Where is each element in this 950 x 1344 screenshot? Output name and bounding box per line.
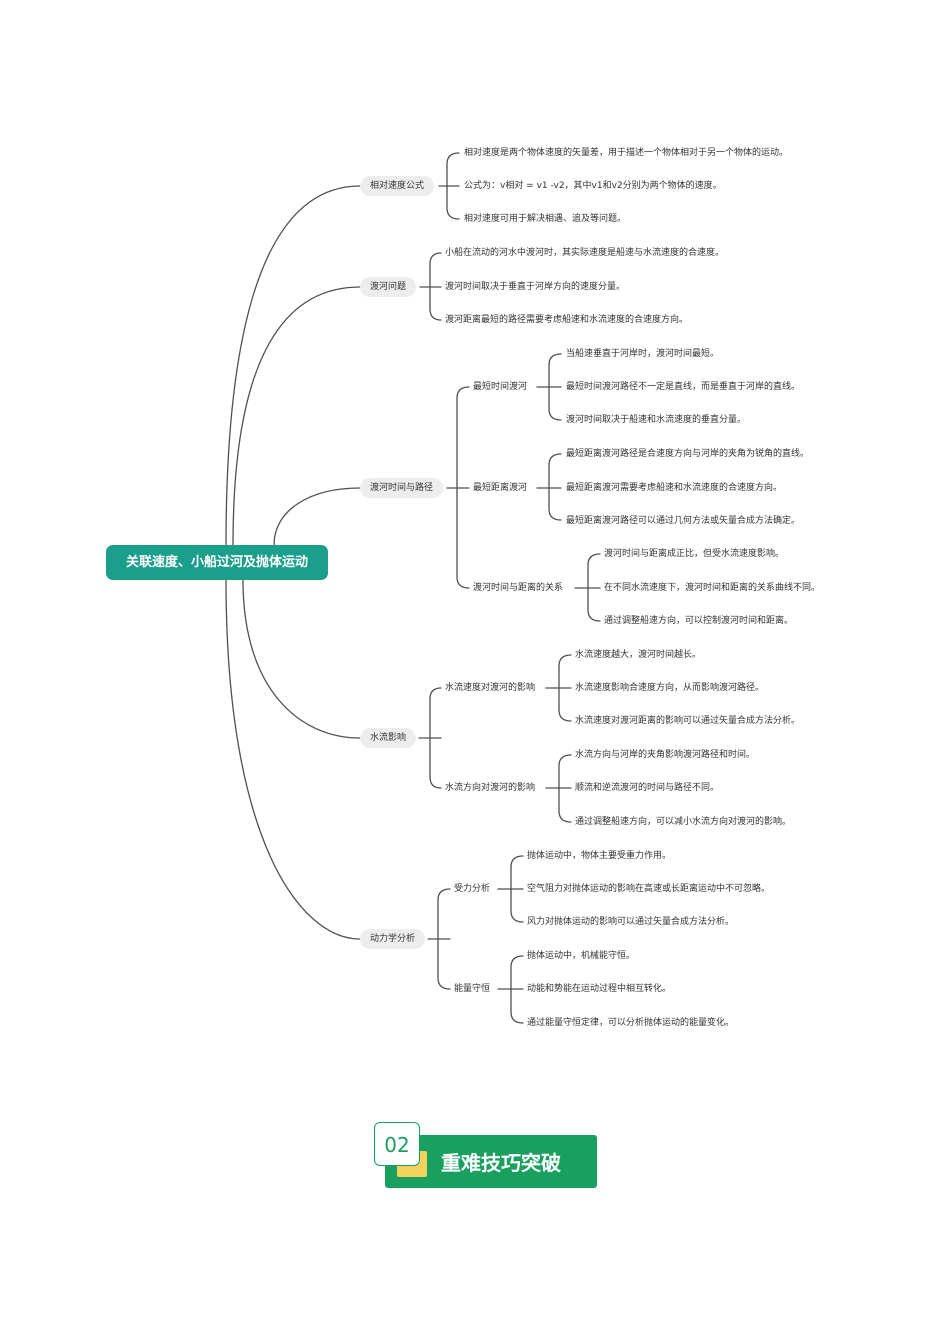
group-label: 能量守恒 — [454, 984, 491, 994]
leaf-text: 公式为：v相对 = v1 -v2，其中v1和v2分别为两个物体的速度。 — [464, 181, 722, 191]
leaf-text: 通过调整船速方向，可以减小水流方向对渡河的影响。 — [575, 817, 792, 827]
leaf-text: 在不同水流速度下，渡河时间和距离的关系曲线不同。 — [604, 583, 821, 593]
leaf-text: 最短距离渡河路径是合速度方向与河岸的夹角为锐角的直线。 — [566, 449, 810, 459]
connector-root-branch-5 — [225, 579, 361, 940]
leaf-text: 水流方向与河岸的夹角影响渡河路径和时间。 — [575, 750, 756, 760]
leaf-text: 最短距离渡河需要考虑船速和水流速度的合速度方向。 — [566, 483, 783, 493]
leaf-text: 通过能量守恒定律，可以分析抛体运动的能量变化。 — [527, 1018, 735, 1028]
leaf-text: 水流速度对渡河距离的影响可以通过矢量合成方法分析。 — [575, 716, 801, 726]
branch-dynamics: 动力学分析 — [360, 929, 426, 949]
leaf-text: 相对速度是两个物体速度的矢量差，用于描述一个物体相对于另一个物体的运动。 — [464, 148, 789, 158]
leaf-text: 渡河时间取决于垂直于河岸方向的速度分量。 — [445, 282, 626, 292]
leaf-text: 小船在流动的河水中渡河时，其实际速度是船速与水流速度的合速度。 — [445, 248, 725, 258]
group-label: 渡河时间与距离的关系 — [473, 583, 564, 593]
leaf-text: 水流速度影响合速度方向，从而影响渡河路径。 — [575, 683, 765, 693]
leaf-text: 相对速度可用于解决相遇、追及等问题。 — [464, 214, 627, 224]
section-banner: 重难技巧突破 — [385, 1135, 597, 1188]
section-number-badge: 02 — [374, 1122, 420, 1166]
leaf-text: 抛体运动中，机械能守恒。 — [527, 951, 636, 961]
leaf-text: 渡河距离最短的路径需要考虑船速和水流速度的合速度方向。 — [445, 315, 689, 325]
leaf-text: 最短距离渡河路径可以通过几何方法或矢量合成方法确定。 — [566, 516, 801, 526]
leaf-text: 空气阻力对抛体运动的影响在高速或长距离运动中不可忽略。 — [527, 884, 771, 894]
branch-water-flow: 水流影响 — [360, 728, 417, 748]
connector-root-branch-3 — [273, 487, 361, 546]
connector-root-branch-2 — [232, 286, 361, 546]
group-label: 水流方向对渡河的影响 — [445, 783, 536, 793]
branch-relative-velocity: 相对速度公式 — [360, 176, 435, 196]
branch-river-crossing: 渡河问题 — [360, 277, 417, 297]
leaf-text: 渡河时间取决于船速和水流速度的垂直分量。 — [566, 415, 747, 425]
leaf-text: 顺流和逆流渡河的时间与路径不同。 — [575, 783, 720, 793]
group-label: 最短距离渡河 — [473, 483, 528, 493]
mindmap-root: 关联速度、小船过河及抛体运动 — [106, 545, 328, 580]
leaf-text: 风力对抛体运动的影响可以通过矢量合成方法分析。 — [527, 917, 735, 927]
leaf-text: 通过调整船速方向，可以控制渡河时间和距离。 — [604, 616, 794, 626]
connector-root-branch-1 — [225, 185, 361, 546]
leaf-text: 当船速垂直于河岸时，渡河时间最短。 — [566, 349, 720, 359]
group-label: 最短时间渡河 — [473, 382, 528, 392]
connector-root-branch-4 — [242, 579, 361, 739]
leaf-text: 动能和势能在运动过程中相互转化。 — [527, 984, 672, 994]
leaf-text: 水流速度越大，渡河时间越长。 — [575, 650, 702, 660]
group-label: 受力分析 — [454, 884, 491, 894]
leaf-text: 抛体运动中，物体主要受重力作用。 — [527, 851, 672, 861]
leaf-text: 渡河时间与距离成正比，但受水流速度影响。 — [604, 549, 785, 559]
group-label: 水流速度对渡河的影响 — [445, 683, 536, 693]
leaf-text: 最短时间渡河路径不一定是直线，而是垂直于河岸的直线。 — [566, 382, 801, 392]
section-title: 重难技巧突破 — [441, 1151, 561, 1175]
branch-crossing-time-path: 渡河时间与路径 — [360, 478, 444, 498]
